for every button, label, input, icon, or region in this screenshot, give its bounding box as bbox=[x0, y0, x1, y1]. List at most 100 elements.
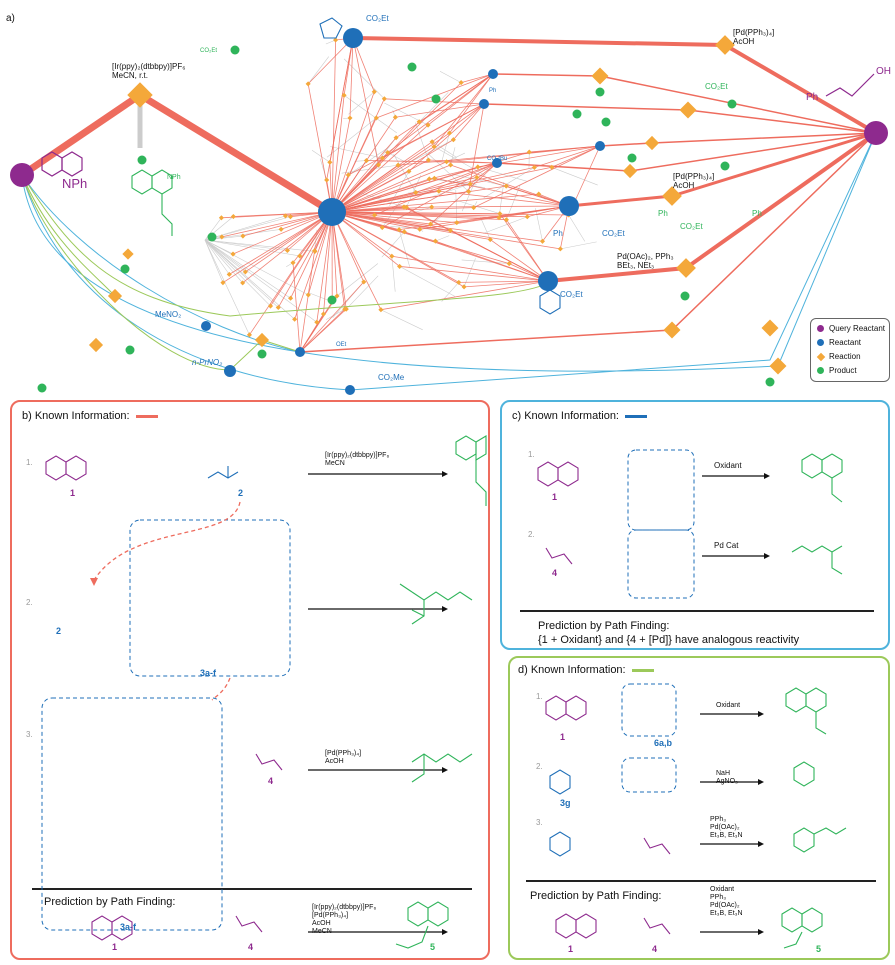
step-number: 2. bbox=[536, 762, 543, 771]
gray-edge bbox=[439, 70, 462, 83]
product-structure bbox=[395, 901, 449, 949]
product-node bbox=[431, 94, 441, 104]
hub-edge bbox=[331, 132, 450, 213]
gray-edge bbox=[204, 239, 315, 252]
reaction-path bbox=[21, 174, 301, 371]
pd-conditions-mid: [Pd(PPh₃)₄]AcOH bbox=[673, 172, 715, 190]
reaction-node-small bbox=[466, 188, 472, 195]
query-reactant-label: NPh bbox=[62, 176, 88, 191]
hub-edge bbox=[245, 211, 333, 273]
gray-edge bbox=[399, 266, 456, 297]
divider bbox=[32, 888, 472, 890]
allyl-alcohol-structure bbox=[235, 915, 263, 933]
panel-c-title: c) Known Information: bbox=[512, 410, 647, 422]
hub-edge bbox=[299, 281, 365, 353]
product-structure bbox=[791, 545, 843, 575]
gray-edge bbox=[560, 241, 597, 250]
hub-edge bbox=[331, 164, 451, 213]
gray-edge bbox=[480, 217, 491, 240]
hub-edge bbox=[331, 211, 451, 231]
hub-edge bbox=[331, 211, 346, 310]
hub-edge bbox=[387, 73, 494, 153]
hub-edge bbox=[464, 280, 549, 288]
reaction-node-small bbox=[392, 114, 398, 120]
reaction-path bbox=[483, 103, 877, 134]
legend-query-reactant-icon bbox=[817, 325, 824, 332]
arrow-head bbox=[758, 841, 764, 847]
hub-edge bbox=[429, 162, 498, 180]
mol-label-co2tbu: CO₂tBu bbox=[487, 156, 508, 162]
allyl-alcohol-structure bbox=[643, 837, 671, 855]
gray-edge bbox=[391, 256, 396, 292]
mol-label-meno2: MeNO₂ bbox=[155, 310, 182, 319]
step3-reagents: [Pd(PPh₃)₄]AcOH bbox=[325, 750, 362, 765]
reaction-node-small bbox=[448, 162, 454, 168]
hub-edge bbox=[331, 211, 459, 283]
blue-line-icon bbox=[625, 414, 647, 418]
hub-edge bbox=[458, 280, 549, 283]
hub-edge bbox=[331, 176, 477, 213]
hub-edge bbox=[506, 185, 570, 207]
step-number: 1. bbox=[26, 458, 33, 467]
reaction-node-small bbox=[376, 162, 382, 168]
reaction-node-small bbox=[242, 269, 248, 275]
hub-edge bbox=[331, 146, 435, 213]
hub-edge bbox=[270, 211, 333, 307]
reaction-node-small bbox=[314, 319, 320, 325]
chain bbox=[161, 194, 173, 236]
reaction-node-small bbox=[218, 215, 224, 221]
product-node bbox=[257, 349, 267, 359]
gray-edge bbox=[343, 95, 397, 134]
gray-edge bbox=[204, 239, 279, 308]
mol-label-ph-2: Ph bbox=[489, 88, 497, 94]
product-structure bbox=[801, 453, 843, 503]
reaction-node-small bbox=[219, 234, 225, 240]
product-node bbox=[407, 62, 417, 72]
hub-edge bbox=[331, 211, 507, 221]
hub-edge bbox=[456, 205, 570, 224]
hub-edge bbox=[430, 162, 498, 225]
product-node bbox=[137, 155, 147, 165]
hub-edge bbox=[408, 103, 485, 172]
step2-reagent: Pd Cat bbox=[714, 541, 739, 550]
hub-edge bbox=[277, 211, 333, 308]
hub-edge bbox=[331, 193, 539, 213]
prediction-title: Prediction by Path Finding: bbox=[44, 896, 176, 908]
hub-edge bbox=[222, 211, 333, 283]
reaction-node bbox=[591, 67, 609, 85]
panel-c: c) Known Information: 1. 2. 1 4 Oxidant … bbox=[500, 400, 890, 650]
gray-edge bbox=[441, 133, 450, 161]
gray-edge bbox=[380, 309, 423, 331]
hub-edge bbox=[292, 262, 301, 353]
hub-edge bbox=[323, 211, 333, 315]
cyclohexanone-structure bbox=[539, 289, 561, 315]
hub-edge bbox=[431, 205, 570, 208]
reaction-node-small bbox=[557, 246, 563, 252]
gray-edge bbox=[204, 239, 288, 251]
product-structure bbox=[411, 753, 473, 783]
reaction-node-small bbox=[447, 227, 453, 233]
gray-edge bbox=[406, 175, 422, 208]
reaction-node-small bbox=[230, 251, 236, 257]
panel-b: b) Known Information: 1. 2. 3. 1 2 2 3a-… bbox=[10, 400, 490, 960]
product-structure bbox=[785, 687, 827, 735]
reaction-node-small bbox=[278, 226, 284, 232]
gray-edge bbox=[348, 91, 375, 115]
reaction-node-small bbox=[496, 215, 502, 221]
reaction-node-small bbox=[426, 176, 432, 182]
hub-edge bbox=[433, 73, 494, 147]
hub-edge bbox=[331, 207, 474, 213]
hub-edge bbox=[299, 295, 338, 353]
divider bbox=[520, 610, 874, 612]
reaction-node-small bbox=[327, 159, 333, 165]
mol-label-prno2: n-PrNO₂ bbox=[192, 358, 223, 367]
hub-edge bbox=[428, 159, 498, 164]
reaction-node-small bbox=[456, 279, 462, 285]
reactant-node bbox=[201, 321, 211, 331]
step-number: 3. bbox=[26, 730, 33, 739]
reaction-path bbox=[492, 73, 877, 134]
hub-edge bbox=[232, 211, 333, 255]
analogy-arrow bbox=[93, 501, 241, 581]
compound-3a-f: 3a-f bbox=[200, 668, 217, 678]
